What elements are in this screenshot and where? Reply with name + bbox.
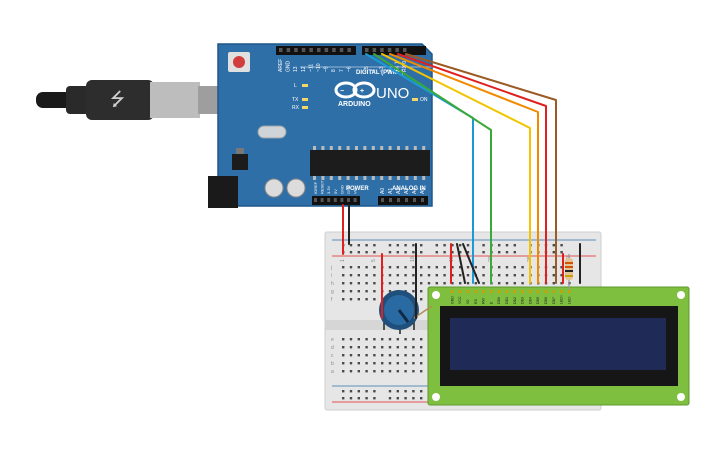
arduino-logo-icon: − +: [334, 81, 376, 99]
breadboard-row-label: i: [331, 273, 332, 279]
breadboard-row-label: j: [330, 265, 332, 271]
analog-pin-label: A4: [412, 188, 418, 194]
usb-symbol-icon: ⭍: [110, 89, 125, 109]
breadboard-row-label: d: [331, 345, 334, 351]
wire-orange-pin5: [389, 53, 539, 284]
usb-cable: ⭍: [36, 80, 222, 120]
analog-pin-label: A3: [404, 188, 410, 194]
wire-black-rw: [462, 243, 480, 284]
wire-green-pin3: [373, 53, 492, 284]
crystal: [257, 125, 287, 139]
lcd-pin-label: DB6: [544, 297, 548, 304]
power-pin-label: Vin: [353, 188, 358, 194]
breadboard-row-label: g: [331, 289, 334, 295]
lcd-pin-label: DB1: [505, 297, 509, 304]
wire-black-lcd: [456, 243, 466, 284]
brand-label: ARDUINO: [338, 101, 371, 108]
power-pin-label: 5V: [333, 189, 338, 194]
lcd-pin-label: DB7: [552, 297, 556, 304]
breadboard-column-label: 1: [340, 259, 346, 262]
lcd-pin-label: LED+: [560, 295, 564, 304]
lcd-pin-label: DB3: [521, 297, 525, 304]
lcd-pin-label: DB2: [513, 297, 517, 304]
analog-header-label: ANALOG IN: [392, 186, 426, 192]
digital-pin-label: 8: [331, 69, 337, 72]
digital-pin-label: 2: [387, 69, 393, 72]
breadboard-row-label: h: [331, 281, 334, 287]
svg-text:+: +: [360, 88, 364, 95]
on-led-label: ON: [420, 97, 428, 103]
lcd-pin-label: DB0: [497, 297, 501, 304]
digital-pin-label: ~11: [308, 64, 314, 72]
led-label-tx: TX: [292, 97, 299, 103]
resistor: [565, 254, 573, 290]
breadboard-row-label: e: [331, 337, 334, 343]
led-label-l: L: [294, 83, 297, 89]
digital-pin-label: GND: [286, 61, 292, 73]
lcd-pin-label: E: [489, 301, 493, 304]
lcd-screen: [450, 318, 666, 370]
power-pin-label: GND: [339, 185, 344, 194]
lcd-pin-label: LED-: [567, 295, 571, 304]
lcd-pin-label: DB4: [528, 297, 532, 304]
lcd-pin-label: VCC: [458, 296, 462, 304]
lcd-pin-label: GND: [450, 296, 454, 304]
digital-pin-label: 7: [339, 69, 345, 72]
digital-header-right: [362, 46, 426, 55]
power-header-label: POWER: [346, 186, 369, 192]
breadboard-column-label: 5: [371, 259, 377, 262]
atmega-chip: [310, 150, 430, 176]
digital-pin-label: TX 1: [394, 61, 400, 72]
power-pin-label: RESET: [320, 180, 325, 194]
power-pin-label: GND: [346, 185, 351, 194]
digital-pin-label: ~9: [324, 66, 330, 72]
digital-pin-label: 4: [372, 69, 378, 72]
lcd-pin-label: V0: [466, 300, 470, 304]
wire-brown-pin7: [405, 53, 557, 284]
analog-pin-label: A0: [380, 188, 386, 194]
potentiometer: [379, 290, 433, 334]
power-pin-label: 3.3V: [326, 185, 331, 194]
digital-pin-label: ~6: [346, 66, 352, 72]
power-jack: [208, 176, 238, 208]
breadboard-column-label: 15: [449, 256, 455, 262]
digital-header-label: DIGITAL (PWM~): [356, 70, 403, 76]
breadboard-row-label: f: [331, 297, 333, 303]
digital-header-left: [276, 46, 356, 55]
lcd-pin-label: RW: [482, 297, 486, 304]
breadboard-column-label: 10: [410, 256, 416, 262]
power-pin-label: IOREF: [313, 181, 318, 194]
led-label-rx: RX: [292, 105, 300, 111]
wire-red-pin6: [397, 53, 547, 284]
digital-pin-label: 13: [293, 66, 299, 72]
digital-pin-label: ~10: [316, 63, 322, 72]
model-label: UNO: [376, 85, 409, 102]
analog-pin-label: A1: [388, 188, 394, 194]
digital-pin-label: 12: [301, 66, 307, 72]
analog-pin-label: A2: [396, 188, 402, 194]
lcd-pin-label: DB5: [536, 297, 540, 304]
lcd-pin-label: RS: [474, 298, 478, 304]
analog-header: [378, 196, 428, 205]
wire-yellow-pin4: [381, 53, 531, 284]
breadboard-row-label: c: [331, 353, 334, 359]
breadboard-row-label: b: [331, 361, 334, 367]
analog-pin-label: A5: [420, 188, 426, 194]
breadboard-row-label: a: [331, 369, 334, 375]
digital-pin-label: ~5: [364, 66, 370, 72]
svg-text:−: −: [340, 88, 344, 95]
digital-pin-label: ~3: [379, 66, 385, 72]
digital-pin-label: AREF: [278, 59, 284, 72]
